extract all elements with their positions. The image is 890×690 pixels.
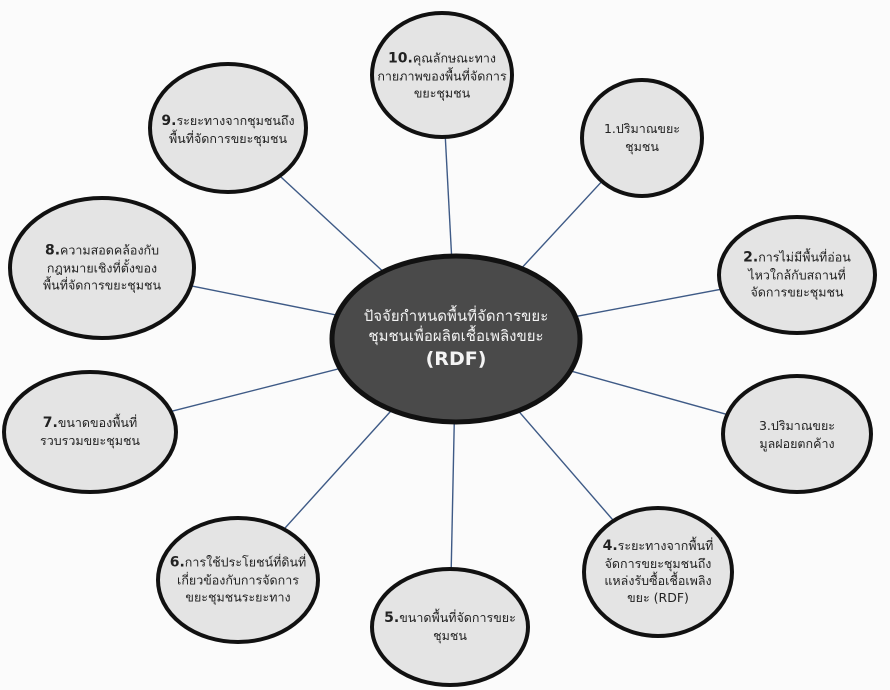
factor-1-label: 1.ปริมาณขยะชุมชน xyxy=(590,120,695,156)
factor-9-text: ระยะทางจากชุมชนถึงพื้นที่จัดการขยะชุมชน xyxy=(168,113,295,147)
factor-9-number: 9. xyxy=(161,113,177,130)
factor-7-number: 7. xyxy=(42,415,58,432)
factor-3-circle xyxy=(721,374,873,494)
factor-1-text: 1.ปริมาณขยะชุมชน xyxy=(603,121,680,155)
center-ellipse xyxy=(329,253,583,425)
factor-3-label: 3.ปริมาณขยะมูลฝอยตกค้าง xyxy=(745,417,850,453)
factor-3-text: 3.ปริมาณขยะมูลฝอยตกค้าง xyxy=(758,418,835,452)
factor-5-circle xyxy=(370,567,530,687)
factor-4-number: 4. xyxy=(602,538,618,555)
factor-6-circle xyxy=(156,516,320,644)
factor-4-text: ระยะทางจากพื้นที่จัดการขยะชุมชนถึงแหล่งร… xyxy=(604,538,714,605)
factor-7-label: 7.ขนาดของพื้นที่รวบรวมขยะชุมชน xyxy=(33,414,148,450)
factor-10-circle xyxy=(370,11,514,139)
factor-5-number: 5. xyxy=(384,610,400,627)
factor-8-label: 8.ความสอดคล้องกับกฎหมายเชิงที่ตั้งของพื้… xyxy=(40,242,165,295)
factor-5-label: 5.ขนาดพื้นที่จัดการขยะชุมชน xyxy=(380,609,520,645)
factor-9-circle xyxy=(148,62,308,194)
factor-8-text: ความสอดคล้องกับกฎหมายเชิงที่ตั้งของพื้นท… xyxy=(42,242,162,293)
factor-6-label: 6.การใช้ประโยชน์ที่ดินที่เกี่ยวข้องกับกา… xyxy=(168,554,308,607)
factor-10-text: คุณลักษณะทางกายภาพของพื้นที่จัดการขยะชุม… xyxy=(377,50,507,101)
factor-8-circle xyxy=(8,196,196,340)
factor-2-circle xyxy=(717,215,877,335)
factor-6-text: การใช้ประโยชน์ที่ดินที่เกี่ยวข้องกับการจ… xyxy=(177,554,307,605)
factor-1-circle xyxy=(580,78,704,198)
factor-7-circle xyxy=(2,370,178,494)
center-title: ปัจจัยกำหนดพื้นที่จัดการขยะชุมชนเพื่อผลิ… xyxy=(363,306,549,346)
factor-6-number: 6. xyxy=(169,554,185,571)
center-abbr: (RDF) xyxy=(425,347,487,370)
factor-2-text: การไม่มีพื้นที่อ่อนไหวใกล้กับสถานที่จัดก… xyxy=(748,249,851,300)
factor-8-number: 8. xyxy=(44,242,61,259)
factor-7-text: ขนาดของพื้นที่รวบรวมขยะชุมชน xyxy=(40,415,140,449)
factor-9-label: 9.ระยะทางจากชุมชนถึงพื้นที่จัดการขยะชุมช… xyxy=(161,112,296,148)
factor-2-label: 2.การไม่มีพื้นที่อ่อนไหวใกล้กับสถานที่จั… xyxy=(737,249,857,302)
factor-10-number: 10. xyxy=(388,50,413,67)
center-label: ปัจจัยกำหนดพื้นที่จัดการขยะชุมชนเพื่อผลิ… xyxy=(351,306,561,372)
factor-10-label: 10.คุณลักษณะทางกายภาพของพื้นที่จัดการขยะ… xyxy=(367,50,517,103)
factor-5-text: ขนาดพื้นที่จัดการขยะชุมชน xyxy=(399,610,516,644)
factor-2-number: 2. xyxy=(743,249,759,266)
factor-4-circle xyxy=(582,506,734,638)
factor-4-label: 4.ระยะทางจากพื้นที่จัดการขยะชุมชนถึงแหล่… xyxy=(601,537,716,607)
factor-nodes xyxy=(2,11,877,687)
